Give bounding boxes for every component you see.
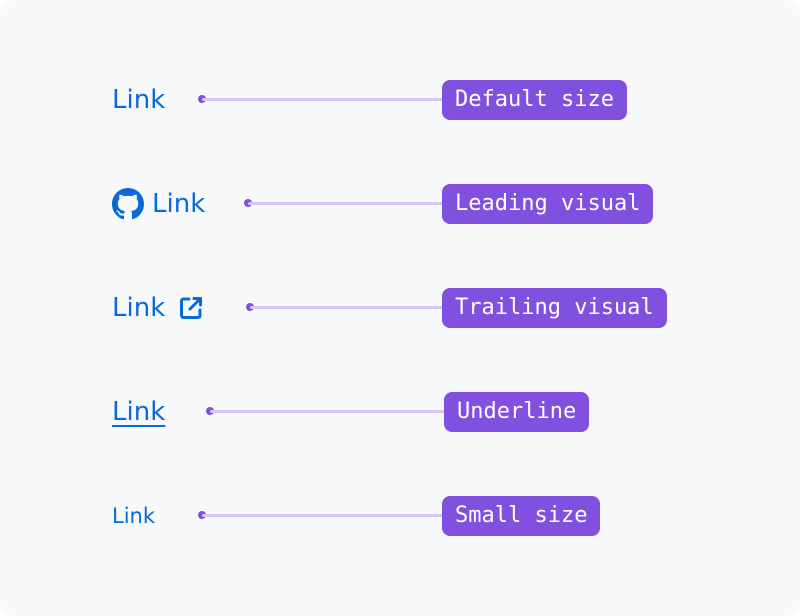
trailing-visual-link[interactable]: Link: [112, 288, 205, 328]
annotation-underline: Underline: [444, 392, 590, 432]
row-underline: Link Underline: [0, 392, 800, 432]
trailing-visual-link-text: Link: [112, 293, 166, 323]
link-external-icon: [177, 294, 205, 322]
row-leading-visual: Link Leading visual: [0, 184, 800, 224]
row-small-size: Link Small size: [0, 496, 800, 536]
default-link[interactable]: Link: [112, 80, 165, 120]
connector-line: [250, 306, 446, 309]
connector-line: [248, 202, 446, 205]
connector-line: [210, 410, 448, 413]
annotation-small-size: Small size: [442, 496, 601, 536]
leading-visual-link[interactable]: Link: [112, 184, 205, 224]
leading-visual-link-text: Link: [152, 189, 206, 219]
underline-link[interactable]: Link: [112, 392, 165, 432]
row-trailing-visual: Link Trailing visual: [0, 288, 800, 328]
annotation-trailing-visual: Trailing visual: [442, 288, 667, 328]
annotation-default-size: Default size: [442, 80, 627, 120]
underline-link-text: Link: [112, 397, 166, 427]
row-default-size: Link Default size: [0, 80, 800, 120]
connector-line: [202, 514, 446, 517]
github-mark-icon: [112, 188, 144, 220]
small-link-text: Link: [112, 504, 156, 528]
small-link[interactable]: Link: [112, 496, 155, 536]
default-link-text: Link: [112, 85, 166, 115]
annotation-leading-visual: Leading visual: [442, 184, 654, 224]
connector-line: [202, 98, 446, 101]
